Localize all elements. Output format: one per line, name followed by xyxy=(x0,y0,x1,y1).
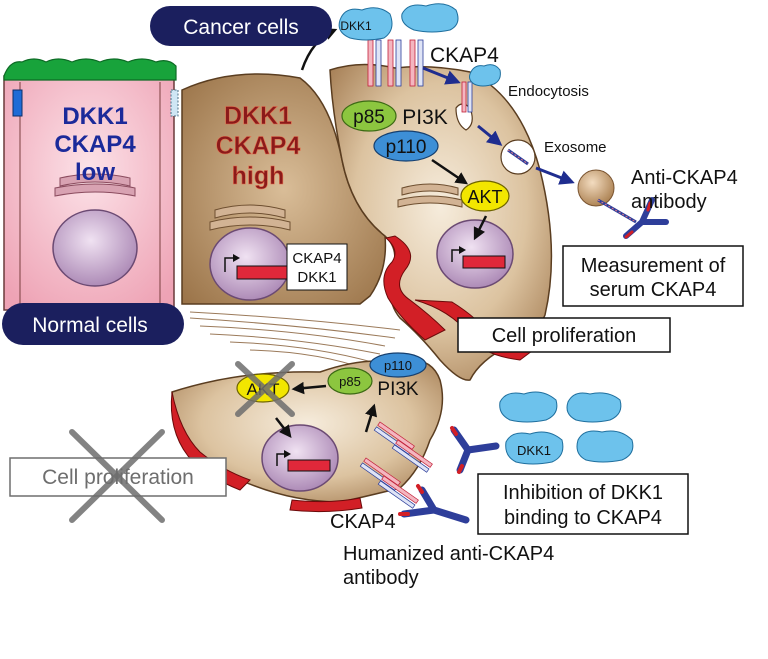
bottom-ckap4-label: CKAP4 xyxy=(330,511,396,533)
anti-ckap4-label-line2: antibody xyxy=(631,191,707,213)
exosome-label: Exosome xyxy=(544,139,607,156)
dkk1-blobs-bottom: DKK1 xyxy=(499,391,634,465)
dkk1-free xyxy=(566,392,622,423)
inhibition-line1: Inhibition of DKK1 xyxy=(503,482,663,504)
proliferation-box: Cell proliferation xyxy=(457,317,671,353)
anti-ckap4-antibody-top xyxy=(623,197,669,239)
dkk1-free xyxy=(401,3,459,33)
proliferation-label: Cell proliferation xyxy=(492,325,637,347)
cancer-label-ckap4: CKAP4 xyxy=(216,132,301,160)
humanized-antibody-2 xyxy=(398,484,470,524)
ckap4-top-label: CKAP4 xyxy=(430,44,499,67)
normal-nucleus xyxy=(52,209,138,287)
humanized-antibody-1 xyxy=(450,426,500,474)
gene-label-box xyxy=(286,243,348,291)
cancer-label-high: high xyxy=(232,162,285,190)
gene-box-red xyxy=(236,265,288,280)
exosome xyxy=(577,169,637,224)
p85-label: p85 xyxy=(353,107,385,128)
treated-red-membrane-bottom xyxy=(289,497,363,513)
right-golgi-1 xyxy=(401,183,459,196)
arrow-endocytosis xyxy=(422,66,461,85)
dkk1-blobs-top xyxy=(338,3,501,87)
red-membrane-middle xyxy=(383,235,446,341)
p110-label: p110 xyxy=(386,137,427,158)
ckap4-receptor xyxy=(391,439,433,473)
cancer-golgi-2 xyxy=(209,216,291,231)
cancer-golgi-1 xyxy=(214,204,286,219)
normal-golgi-1 xyxy=(59,173,131,187)
gene-label-ckap4: CKAP4 xyxy=(292,250,341,267)
treated-gene-box xyxy=(287,459,331,472)
measurement-box: Measurement of serum CKAP4 xyxy=(562,245,744,307)
dkk1-labeled xyxy=(505,431,564,465)
arrows-bottom xyxy=(275,381,378,438)
normal-cells-pill: Normal cells xyxy=(2,303,184,345)
dkk1-free xyxy=(499,391,558,423)
right-golgi-2 xyxy=(397,195,463,208)
measurement-line2: serum CKAP4 xyxy=(590,279,717,301)
bottom-p85-label: p85 xyxy=(339,374,361,389)
inhibition-line2: binding to CKAP4 xyxy=(504,507,662,529)
humanized-label-line1: Humanized anti-CKAP4 xyxy=(343,543,554,565)
p85-oval xyxy=(341,100,397,132)
dkk1-top-label: DKK1 xyxy=(340,19,372,33)
arrow-to-vesicle xyxy=(477,124,503,146)
bottom-pi3k-label: PI3K xyxy=(377,379,419,400)
dkk1-free xyxy=(576,430,634,463)
normal-label-dkk1: DKK1 xyxy=(62,103,127,130)
cancer-label-dkk1: DKK1 xyxy=(224,102,292,130)
arrow-akt-to-nucleus xyxy=(473,215,488,241)
p110-oval xyxy=(373,130,439,162)
cancer-cells-pill-label: Cancer cells xyxy=(183,16,299,39)
akt-oval xyxy=(460,180,510,212)
humanized-label-line2: antibody xyxy=(343,567,419,589)
bottom-p110-label: p110 xyxy=(384,358,412,373)
bottom-p85-oval xyxy=(327,367,373,395)
ckap4-receptor xyxy=(409,39,424,87)
measurement-line1: Measurement of xyxy=(581,255,726,277)
cross-line-2 xyxy=(69,429,165,523)
surface-ckap4-receptors xyxy=(367,39,473,113)
bottom-ckap4-receptors xyxy=(359,421,433,509)
ckap4-receptor xyxy=(377,475,419,509)
gene-label-dkk1: DKK1 xyxy=(297,269,336,286)
normal-cells-pill-label: Normal cells xyxy=(32,314,148,337)
cancer-nucleus xyxy=(209,227,291,301)
normal-label-low: low xyxy=(75,159,115,186)
tight-junction-right xyxy=(170,89,179,117)
dkk1-endocytosed xyxy=(469,64,501,87)
bottom-p110-oval xyxy=(369,352,427,378)
right-nucleus xyxy=(436,219,514,289)
gene-promoter-arrow xyxy=(224,257,236,272)
right-gene-box xyxy=(462,255,506,269)
pi3k-complex-top: p85 PI3K p110 AKT xyxy=(341,100,510,212)
normal-cell: DKK1 CKAP4 low xyxy=(3,58,179,311)
treated-nucleus xyxy=(261,424,339,492)
pi3k-label: PI3K xyxy=(402,106,448,129)
anti-ckap4-label-line1: Anti-CKAP4 xyxy=(631,167,738,189)
inhibition-box: Inhibition of DKK1 binding to CKAP4 xyxy=(477,473,689,535)
normal-label-ckap4: CKAP4 xyxy=(54,131,136,158)
ckap4-receptor xyxy=(461,81,473,113)
akt-label: AKT xyxy=(467,187,502,207)
normal-golgi-2 xyxy=(54,183,136,197)
crossed-proliferation: Cell proliferation xyxy=(9,429,227,523)
endocytosis-label: Endocytosis xyxy=(508,83,589,100)
akt-cross-mark xyxy=(235,361,295,417)
normal-cell-microvilli xyxy=(3,58,177,81)
cancer-cells-pill: Cancer cells xyxy=(150,6,332,46)
bottom-dkk1-label: DKK1 xyxy=(517,443,551,458)
arrow-pi3k-to-akt xyxy=(431,158,469,185)
ckap4-receptor xyxy=(387,39,402,87)
cancer-cell-main: CKAP4 DKK1 DKK1 CKAP4 high xyxy=(181,73,387,305)
dkk1-bound xyxy=(338,7,393,41)
tight-junction-left xyxy=(12,89,23,117)
arrow-to-exosome xyxy=(535,166,575,185)
